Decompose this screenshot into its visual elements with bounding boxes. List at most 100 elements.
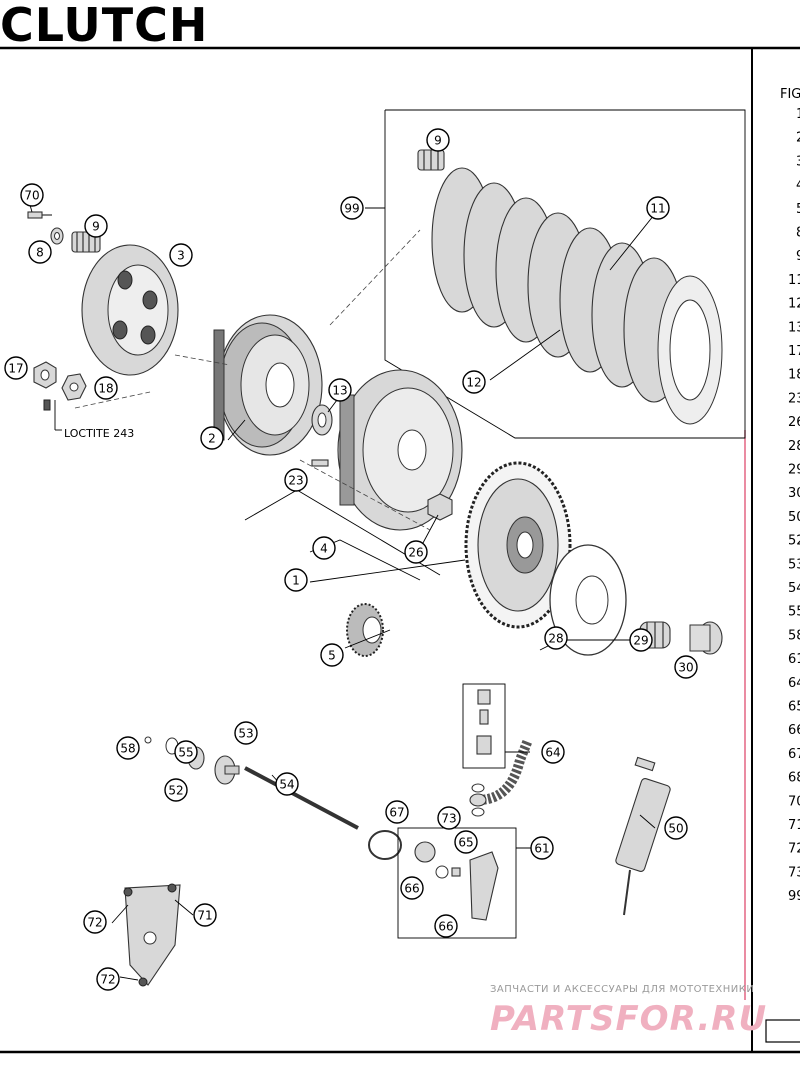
inner-hub-2-drawing xyxy=(213,314,323,456)
callout-54: 54 xyxy=(275,772,299,796)
column-number: 64 xyxy=(788,676,800,691)
callout-52: 52 xyxy=(164,778,188,802)
callout-label: 71 xyxy=(197,909,212,923)
bleeder-box xyxy=(462,683,506,769)
column-number: 13 xyxy=(788,320,800,335)
callout-65: 65 xyxy=(454,830,478,854)
callout-1: 1 xyxy=(284,568,308,592)
pin-drawing xyxy=(43,399,51,411)
callout-label: 8 xyxy=(36,246,44,260)
callout-label: 54 xyxy=(279,778,294,792)
gear-5-drawing xyxy=(346,603,384,657)
column-number: 3 xyxy=(796,154,800,169)
column-number: 9 xyxy=(796,249,800,264)
callout-label: 12 xyxy=(466,376,481,390)
o-ring-67-drawing xyxy=(368,830,402,860)
callout-label: 3 xyxy=(177,249,185,263)
column-number: 8 xyxy=(796,226,800,241)
column-number: 70 xyxy=(788,794,800,809)
loctite-note: LOCTITE 243 xyxy=(64,427,134,440)
column-number: 68 xyxy=(788,771,800,786)
callout-label: 1 xyxy=(292,574,300,588)
column-number: 12 xyxy=(788,297,800,312)
clutch-plates-drawing xyxy=(431,167,723,425)
primary-gear-28-drawing xyxy=(464,461,572,629)
column-number: 26 xyxy=(788,415,800,430)
callout-2: 2 xyxy=(200,426,224,450)
callout-label: 66 xyxy=(404,882,419,896)
column-number: 29 xyxy=(788,463,800,478)
callout-label: 53 xyxy=(238,727,253,741)
column-number: 71 xyxy=(788,818,800,833)
pressure-plate-3-drawing xyxy=(81,244,179,376)
part-number-column: 1234589111213171823262829305052535455586… xyxy=(788,107,800,904)
callout-label: 65 xyxy=(458,836,473,850)
callout-label: 9 xyxy=(92,220,100,234)
column-number: 65 xyxy=(788,700,800,715)
nut-17-drawing xyxy=(33,361,57,389)
callout-17: 17 xyxy=(4,356,28,380)
page-tab-box xyxy=(765,1019,800,1043)
column-number: 2 xyxy=(796,131,800,146)
callout-label: 55 xyxy=(178,746,193,760)
hose-drawing xyxy=(469,738,533,807)
bleeder-64-drawing xyxy=(476,689,492,755)
column-number: 66 xyxy=(788,723,800,738)
callout-9: 9 xyxy=(426,128,450,152)
callout-70: 70 xyxy=(20,183,44,207)
callout-12: 12 xyxy=(462,370,486,394)
callout-label: 73 xyxy=(441,812,456,826)
callout-23: 23 xyxy=(284,468,308,492)
callout-11: 11 xyxy=(646,196,670,220)
callout-58: 58 xyxy=(116,736,140,760)
callout-71: 71 xyxy=(193,903,217,927)
callout-label: 66 xyxy=(438,920,453,934)
column-number: 55 xyxy=(788,605,800,620)
callout-5: 5 xyxy=(320,643,344,667)
push-rod-54-drawing xyxy=(244,766,359,830)
column-number: 50 xyxy=(788,510,800,525)
callout-30: 30 xyxy=(674,655,698,679)
callout-13: 13 xyxy=(328,378,352,402)
callout-label: 13 xyxy=(332,384,347,398)
column-number: 53 xyxy=(788,557,800,572)
callout-64: 64 xyxy=(541,740,565,764)
thrust-washer-13-drawing xyxy=(311,404,333,436)
slave-cylinder-61-drawing xyxy=(414,841,499,921)
callout-label: 2 xyxy=(208,432,216,446)
callout-73: 73 xyxy=(437,806,461,830)
watermark-logo: PARTSFOR.RU xyxy=(490,999,767,1039)
column-number: 17 xyxy=(788,344,800,359)
callout-label: 29 xyxy=(633,634,648,648)
column-number: 61 xyxy=(788,652,800,667)
bushing-30-drawing xyxy=(689,621,723,655)
page-title: CLUTCH xyxy=(0,0,209,52)
slave-cylinder-box xyxy=(397,827,517,939)
clutch-basket-4-drawing xyxy=(337,369,463,531)
callout-8: 8 xyxy=(28,240,52,264)
column-number: 72 xyxy=(788,842,800,857)
callout-label: 70 xyxy=(24,189,39,203)
callout-label: 11 xyxy=(650,202,665,216)
bolt-23-drawing xyxy=(311,459,329,467)
column-number: 99 xyxy=(788,889,800,904)
bolt-70-drawing xyxy=(27,211,52,219)
callout-18: 18 xyxy=(94,376,118,400)
callout-50: 50 xyxy=(664,816,688,840)
callout-4: 4 xyxy=(312,536,336,560)
callout-72: 72 xyxy=(96,967,120,991)
callout-26: 26 xyxy=(404,540,428,564)
callout-55: 55 xyxy=(174,740,198,764)
callout-label: 4 xyxy=(320,542,328,556)
column-number: 54 xyxy=(788,581,800,596)
column-number: 52 xyxy=(788,534,800,549)
callout-label: 58 xyxy=(120,742,135,756)
callout-label: 61 xyxy=(534,842,549,856)
watermark-tagline: ЗАПЧАСТИ И АКСЕССУАРЫ ДЛЯ МОТОТЕХНИКИ xyxy=(490,984,754,995)
plate-pack-box xyxy=(384,109,746,439)
callout-label: 64 xyxy=(545,746,560,760)
grease-syringe-50-drawing xyxy=(615,756,671,916)
callout-label: 5 xyxy=(328,649,336,663)
